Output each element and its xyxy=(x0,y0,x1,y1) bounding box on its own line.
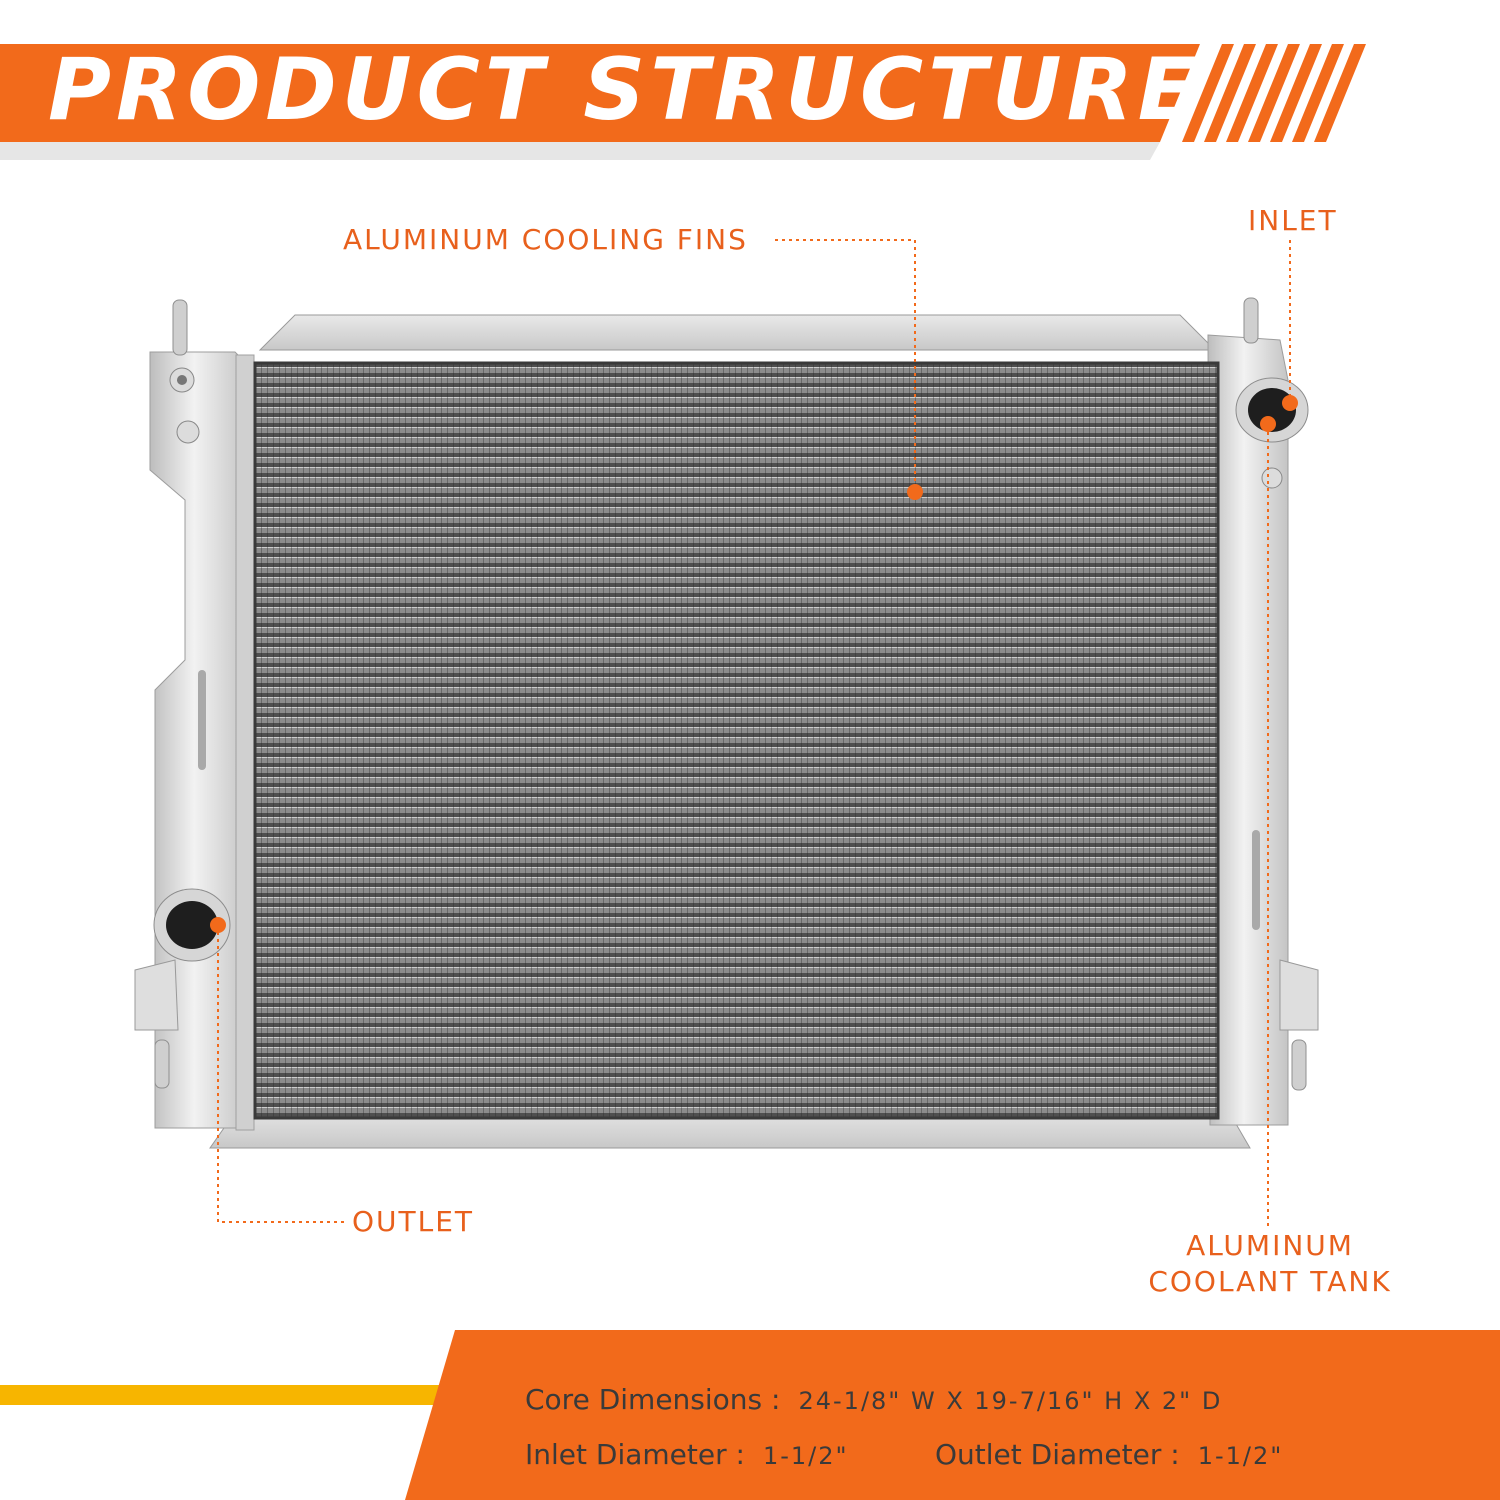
callout-coolant-tank-line1: ALUMINUM xyxy=(1186,1229,1354,1262)
spec-outlet-diameter: Outlet Diameter : 1-1/2" xyxy=(935,1437,1283,1474)
spec-footer-band xyxy=(0,1330,1500,1500)
leader-lines xyxy=(217,239,1291,1228)
banner-shape xyxy=(0,44,1366,160)
callout-inlet: INLET xyxy=(1248,204,1338,237)
spec-outlet-value: 1-1/2" xyxy=(1197,1442,1284,1470)
callout-outlet: OUTLET xyxy=(352,1205,475,1238)
right-coolant-tank xyxy=(1207,334,1289,1126)
outlet-fitting xyxy=(153,888,231,962)
inlet-dot-marker xyxy=(1282,395,1298,411)
header-banner: PRODUCT STRUCTURE xyxy=(0,0,1500,190)
left-mount-pin xyxy=(172,299,188,356)
leader-cooling-fins xyxy=(775,239,916,490)
spec-core-dimensions: Core Dimensions : 24-1/8" W X 19-7/16" H … xyxy=(525,1382,1222,1419)
inlet-fitting xyxy=(1235,377,1309,443)
callout-coolant-tank-line2: COOLANT TANK xyxy=(1148,1265,1392,1298)
spec-core-value: 24-1/8" W X 19-7/16" H X 2" D xyxy=(798,1387,1223,1415)
page-title: PRODUCT STRUCTURE xyxy=(48,40,1202,140)
spec-inlet-label: Inlet Diameter : xyxy=(525,1438,745,1471)
outlet-dot-marker xyxy=(210,917,226,933)
hatch-stripes-decoration xyxy=(1182,44,1366,142)
callout-coolant-tank: ALUMINUM COOLANT TANK xyxy=(1140,1228,1400,1300)
top-plate xyxy=(258,314,1217,351)
right-mount-pin xyxy=(1243,297,1259,344)
leader-outlet xyxy=(217,925,345,1223)
spec-outlet-label: Outlet Diameter : xyxy=(935,1438,1180,1471)
callout-cooling-fins: ALUMINUM COOLING FINS xyxy=(343,223,748,256)
coolant-tank-dot-marker xyxy=(1260,416,1276,432)
spec-core-label: Core Dimensions : xyxy=(525,1383,781,1416)
cooling-fins-dot-marker xyxy=(907,484,923,500)
spec-inlet-value: 1-1/2" xyxy=(762,1442,849,1470)
spec-inlet-diameter: Inlet Diameter : 1-1/2" xyxy=(525,1437,849,1474)
